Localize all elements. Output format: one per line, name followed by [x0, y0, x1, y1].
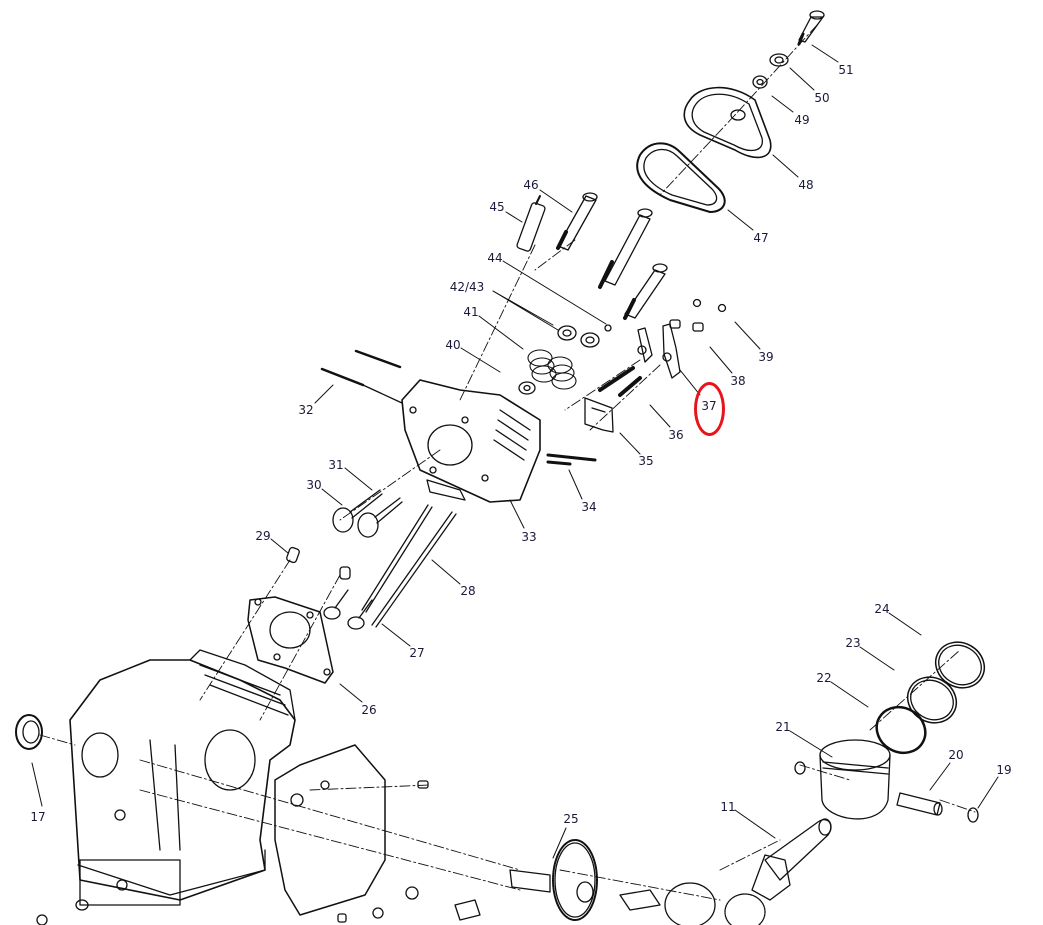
crankshaft [619, 882, 766, 925]
callout-17[interactable]: 17 [30, 810, 46, 824]
part-37-rocker-arms [637, 323, 681, 379]
cover-gasket [274, 744, 429, 916]
part-42-43-retainers [557, 324, 612, 348]
callout-23[interactable]: 23 [845, 636, 861, 650]
callout-32[interactable]: 32 [298, 403, 314, 417]
callout-46[interactable]: 46 [523, 178, 539, 192]
callout-47[interactable]: 47 [753, 231, 769, 245]
callout-28[interactable]: 28 [460, 584, 476, 598]
callout-35[interactable]: 35 [638, 454, 654, 468]
callout-24[interactable]: 24 [874, 602, 890, 616]
part-21-piston [794, 739, 891, 820]
part-38-pivots [669, 319, 704, 332]
callout-40[interactable]: 40 [445, 338, 461, 352]
callout-37[interactable]: 37 [701, 399, 717, 413]
part-11-connecting-rod [751, 818, 832, 901]
part-45-spark-plug [516, 195, 546, 252]
part-48-valve-cover [683, 86, 772, 159]
part-39-nuts [692, 298, 727, 313]
callout-30[interactable]: 30 [306, 478, 322, 492]
part-25-camshaft [509, 839, 598, 921]
callout-34[interactable]: 34 [581, 500, 597, 514]
part-41-valve-springs [527, 349, 577, 390]
part-33-cylinder-head [401, 379, 541, 503]
part-17-oil-seal [15, 714, 43, 750]
part-22-ring [875, 705, 927, 755]
callout-20[interactable]: 20 [948, 748, 964, 762]
leader-lines [31, 44, 999, 859]
part-35-guide-plate [584, 397, 614, 433]
callout-19[interactable]: 19 [996, 763, 1012, 777]
part-19-circlip [967, 807, 979, 823]
callout-49[interactable]: 49 [794, 113, 810, 127]
callout-21[interactable]: 21 [775, 720, 791, 734]
callout-45[interactable]: 45 [489, 200, 505, 214]
part-24-ring [934, 641, 986, 689]
highlight-ring-37 [694, 382, 725, 436]
part-26-head-gasket [247, 596, 334, 684]
callout-31[interactable]: 31 [328, 458, 344, 472]
callout-42-43[interactable]: 42/43 [449, 280, 485, 294]
part-20-piston-pin [896, 792, 943, 816]
part-36-studs [598, 366, 642, 397]
callout-39[interactable]: 39 [758, 350, 774, 364]
callout-44[interactable]: 44 [487, 251, 503, 265]
callout-48[interactable]: 48 [798, 178, 814, 192]
callout-29[interactable]: 29 [255, 529, 271, 543]
callout-33[interactable]: 33 [521, 530, 537, 544]
governor-parts [36, 886, 481, 925]
part-30-31-valves [332, 489, 403, 538]
part-34-studs [546, 453, 597, 466]
part-32-studs [320, 349, 403, 404]
crankcase-body [69, 649, 296, 906]
centerlines [39, 24, 976, 901]
part-23-ring [906, 676, 958, 724]
callout-36[interactable]: 36 [668, 428, 684, 442]
callout-51[interactable]: 51 [838, 63, 854, 77]
callout-11[interactable]: 11 [720, 800, 736, 814]
part-51-bolt [797, 10, 825, 46]
part-27-tappets [323, 566, 373, 630]
callout-25[interactable]: 25 [563, 812, 579, 826]
callout-50[interactable]: 50 [814, 91, 830, 105]
callout-22[interactable]: 22 [816, 671, 832, 685]
part-29-dowel [286, 546, 300, 564]
part-47-gasket [636, 142, 726, 213]
callout-26[interactable]: 26 [361, 703, 377, 717]
callout-38[interactable]: 38 [730, 374, 746, 388]
callout-27[interactable]: 27 [409, 646, 425, 660]
part-28-pushrods [361, 504, 457, 628]
part-40-seal [518, 381, 536, 395]
callout-41[interactable]: 41 [463, 305, 479, 319]
part-49-grommet [752, 75, 768, 89]
part-50-washer [769, 53, 789, 67]
part-46-bolts [556, 192, 668, 320]
